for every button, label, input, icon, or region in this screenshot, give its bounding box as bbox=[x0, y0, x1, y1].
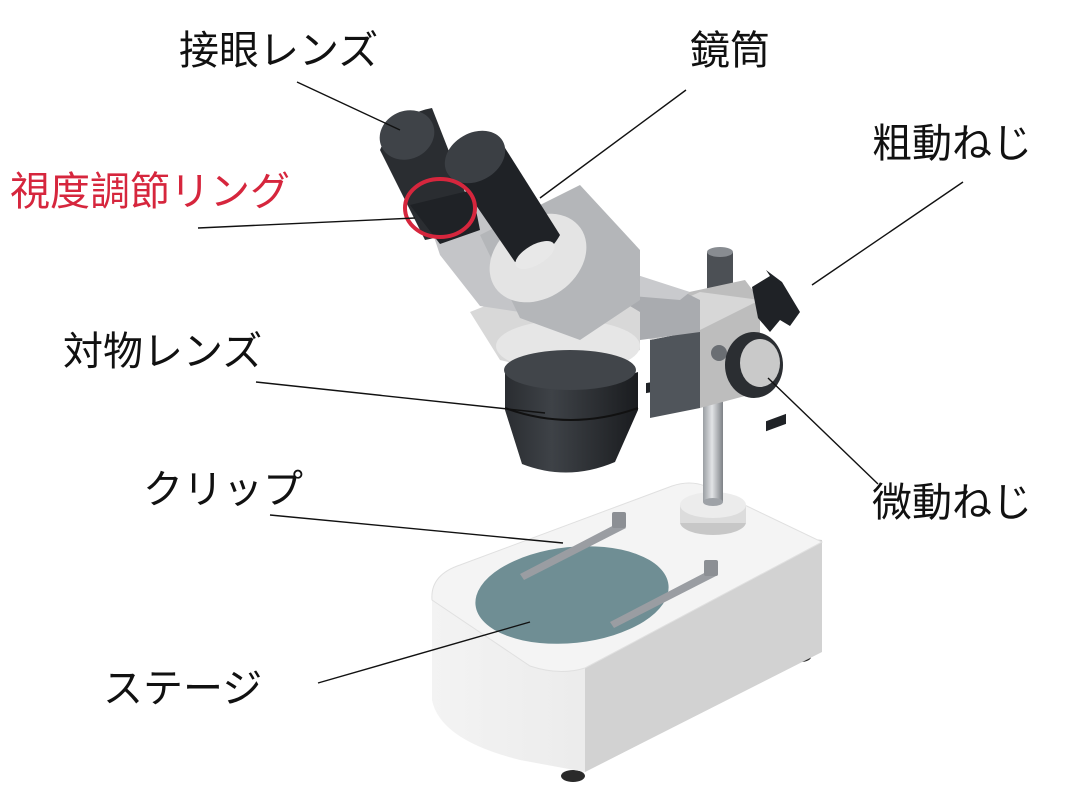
leader-fine bbox=[767, 377, 879, 485]
leader-objective bbox=[255, 381, 546, 414]
stage-clip-left bbox=[520, 512, 626, 580]
eyepiece-right bbox=[444, 130, 560, 269]
diopter-highlight-circle bbox=[403, 177, 477, 239]
label-fine: 微動ねじ bbox=[872, 480, 1032, 526]
base-switch bbox=[766, 413, 786, 432]
fine-knob-icon bbox=[711, 332, 783, 398]
leader-clip bbox=[269, 514, 564, 544]
base-foot bbox=[561, 770, 585, 782]
label-diopter: 視度調節リング bbox=[10, 169, 290, 215]
objective-lens bbox=[504, 350, 639, 473]
label-objective: 対物レンズ bbox=[63, 329, 262, 375]
coarse-knob-icon bbox=[752, 270, 800, 332]
leader-diopter bbox=[197, 217, 416, 229]
leader-tube bbox=[539, 89, 687, 199]
label-clip: クリップ bbox=[143, 467, 303, 513]
stage-clip-right bbox=[610, 560, 718, 628]
base-side bbox=[585, 542, 822, 772]
label-eyepiece: 接眼レンズ bbox=[179, 28, 378, 74]
label-stage: ステージ bbox=[103, 666, 262, 712]
leader-stage bbox=[317, 621, 531, 684]
leader-lines bbox=[197, 81, 964, 684]
microscope-base bbox=[431, 482, 824, 782]
leader-eyepiece bbox=[296, 81, 401, 131]
support-post bbox=[680, 390, 746, 535]
label-coarse: 粗動ねじ bbox=[872, 121, 1032, 167]
leader-coarse bbox=[811, 181, 964, 286]
label-tube: 鏡筒 bbox=[690, 28, 770, 74]
